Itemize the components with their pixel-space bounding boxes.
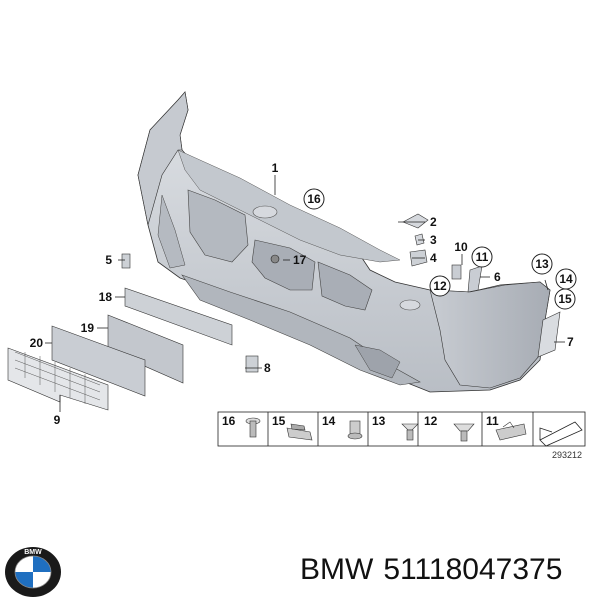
- part-19-shape: [107, 314, 184, 384]
- strip-label-12: 12: [424, 414, 438, 428]
- part-8-shape: [245, 355, 259, 373]
- part-18-shape: [124, 287, 233, 346]
- spring-nut-icon: [286, 423, 313, 441]
- part-20-shape: [51, 325, 146, 397]
- label-17: 17: [293, 253, 307, 267]
- label-3: 3: [430, 233, 437, 247]
- part-2-shape: [402, 213, 429, 229]
- callout-circle-11: [471, 246, 493, 268]
- footer-caption: BMW 51118047375: [300, 550, 596, 590]
- label-11: 11: [476, 250, 489, 264]
- label-9: 9: [54, 413, 61, 427]
- svg-text:BMW: BMW: [24, 549, 42, 556]
- strip-label-14: 14: [322, 414, 336, 428]
- fastener-strip: 16 15 14 13 12 11: [217, 411, 586, 460]
- expansion-rivet-icon: [453, 423, 475, 442]
- part-7-shape: [537, 311, 561, 358]
- grommet-icon: [347, 420, 363, 440]
- label-16: 16: [307, 192, 321, 206]
- part-6-shape: [467, 265, 483, 293]
- screw-icon: [245, 417, 261, 438]
- label-4: 4: [430, 251, 437, 265]
- label-8: 8: [264, 361, 271, 375]
- clamp-icon: [495, 421, 527, 441]
- label-1: 1: [272, 161, 279, 175]
- part-labels: 1 2 3 4 5 6 7 8 9 10 17 18 19 20 16 11 1…: [30, 161, 577, 427]
- label-18: 18: [99, 290, 113, 304]
- part-10-shape: [451, 264, 462, 280]
- bmw-logo-icon: BMW: [5, 547, 61, 597]
- callout-circle-16: [303, 188, 325, 210]
- strip-label-15: 15: [272, 414, 286, 428]
- label-15: 15: [558, 292, 572, 306]
- callout-circle-12: [429, 275, 451, 297]
- bumper-cover: [137, 91, 551, 393]
- part-3-shape: [414, 233, 425, 246]
- arrow-icon: [539, 421, 583, 447]
- label-13: 13: [535, 257, 549, 271]
- label-12: 12: [433, 279, 447, 293]
- callout-circle-13: [531, 253, 553, 275]
- clip-icon: [401, 423, 419, 441]
- label-14: 14: [559, 272, 573, 286]
- brand-text: BMW: [300, 553, 374, 586]
- label-5: 5: [105, 253, 112, 267]
- leader-lines: [45, 175, 565, 412]
- label-20: 20: [30, 336, 44, 350]
- callout-circle-15: [554, 288, 576, 310]
- strip-label-16: 16: [222, 414, 236, 428]
- label-2: 2: [430, 215, 437, 229]
- diagram-code: 293212: [552, 450, 582, 460]
- label-19: 19: [81, 321, 95, 335]
- strip-label-11: 11: [486, 414, 499, 428]
- label-7: 7: [567, 335, 574, 349]
- label-6: 6: [494, 270, 501, 284]
- label-10: 10: [454, 240, 468, 254]
- part-number-text: 51118047375: [383, 553, 563, 586]
- part-5-shape: [121, 253, 131, 269]
- strip-label-13: 13: [372, 414, 386, 428]
- part-17-shape: [270, 254, 280, 264]
